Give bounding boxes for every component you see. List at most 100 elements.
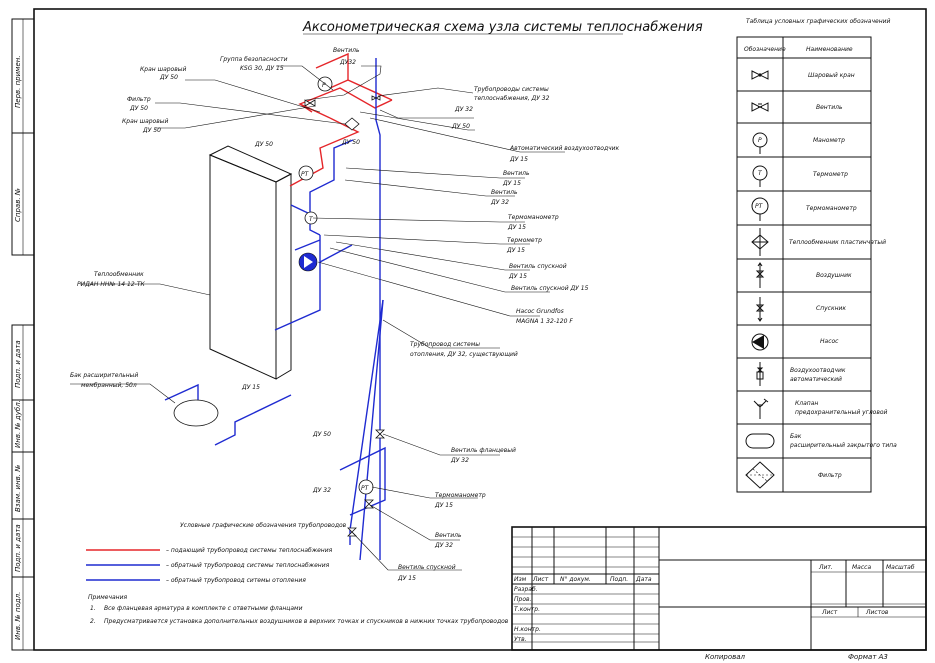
callout-heat-supply-pipes-dn: теплоснабжения, ДУ 32 <box>474 95 550 102</box>
side-label: Подп. и дата <box>14 524 22 572</box>
pipe-size-label: ДУ 50 <box>312 431 331 438</box>
stamp-col: Дата <box>635 576 652 583</box>
pipe-size-label: ДУ 50 <box>341 139 360 146</box>
thermometer-icon: T <box>752 165 768 187</box>
svg-text:PT: PT <box>301 171 310 178</box>
stamp-col: N° докум. <box>560 576 591 583</box>
ball-valve-icon <box>751 70 769 80</box>
air-vent-icon <box>755 262 765 288</box>
callout-pump: Насос Grundfos <box>516 308 564 315</box>
note-number: 2. <box>90 618 96 625</box>
notes: Примечания 1. Все фланцевая арматура в к… <box>88 594 509 625</box>
legend-row-name: Насос <box>820 338 839 345</box>
callout-safety-group-dn: KSG 30, ДУ 15 <box>240 65 284 72</box>
stamp-list: Лист <box>821 609 838 616</box>
callout-valve-32b: Вентиль <box>491 189 518 196</box>
callout-valve-32b-dn: ДУ 32 <box>490 199 509 206</box>
side-label: Подп. и дата <box>14 340 22 388</box>
stamp-listov: Листов <box>865 609 889 616</box>
callout-labels: Вентиль ДУ32 Группа безопасности KSG 30,… <box>70 47 620 582</box>
drawing-title: Аксонометрическая схема узла системы теп… <box>302 20 703 35</box>
stamp-row: Утв. <box>514 636 527 643</box>
stamp-col: Подп. <box>610 576 628 583</box>
pipe-legend-item: – подающий трубопровод системы теплоснаб… <box>166 547 333 554</box>
pump-icon <box>751 333 769 351</box>
thermometer-mark: T <box>758 170 763 177</box>
callout-pump-model: MAGNA 1 32-120 F <box>516 318 573 325</box>
valve-blue <box>375 429 385 439</box>
callout-safety-group-name: Группа безопасности <box>220 56 288 63</box>
callout-ball-valve-1: Кран шаровый <box>140 66 186 73</box>
legend-row-name: Термометр <box>813 171 848 178</box>
callout-heating-pipe: Трубопровод системы <box>410 341 480 348</box>
callout-thermomanometer-2-dn: ДУ 15 <box>434 502 453 509</box>
side-label: Взам. инв. № <box>14 464 22 512</box>
pipe-size-label: ДУ 15 <box>241 384 260 391</box>
thermomanometer-2: PT <box>358 479 374 495</box>
valve-icon <box>751 102 769 112</box>
callout-valve-32-dn: ДУ32 <box>339 59 356 66</box>
callout-thermometer-dn: ДУ 15 <box>506 247 525 254</box>
callout-drain-valve-3: Вентиль спускной <box>398 564 456 571</box>
legend-row-name: Теплообменник пластинчатый <box>789 239 886 246</box>
leader-lines <box>70 65 565 571</box>
callout-drain-valve-1-dn: ДУ 15 <box>508 273 527 280</box>
stamp-row: Н.контр. <box>514 626 541 633</box>
callout-valve-32c: Вентиль <box>435 532 462 539</box>
title-block: Изм Лист N° докум. Подп. Дата Разраб. Пр… <box>511 526 927 651</box>
gauge-mark: P <box>758 137 762 144</box>
stamp-lit: Лит. <box>818 564 833 571</box>
stamp-row: Пров. <box>514 596 532 603</box>
callout-valve-32c-dn: ДУ 32 <box>434 542 453 549</box>
pipe-legend-caption: Условные графические обозначения трубопр… <box>180 522 347 529</box>
pipe-size-label: ДУ 32 <box>454 106 473 113</box>
pipe-size-label: ДУ 32 <box>312 487 331 494</box>
expansion-tank-icon <box>745 433 775 449</box>
svg-text:P: P <box>322 82 326 89</box>
heat-exchanger-box <box>208 145 293 380</box>
note-text: Все фланцевая арматура в комплекте с отв… <box>104 605 303 612</box>
legend-caption: Таблица условных графических обозначений <box>746 18 891 25</box>
callout-expansion-tank-vol: мембранный, 50л <box>81 382 137 389</box>
side-label: Инв. № подл. <box>14 592 22 640</box>
symbol-legend-table: Таблица условных графических обозначений… <box>736 18 897 493</box>
notes-title: Примечания <box>88 594 127 601</box>
stamp-col: Лист <box>532 576 549 583</box>
callout-heat-supply-pipes: Трубопроводы системы <box>474 86 549 93</box>
filter <box>344 117 360 131</box>
callout-heat-exchanger-model: РИДАН НН№ 14 12-ТК <box>77 281 145 288</box>
thermomanometer: PT <box>298 165 314 181</box>
thermomanometer-mark: PT <box>755 203 764 210</box>
equipment: P PT T PT <box>173 76 385 537</box>
legend-row-name: Спускник <box>816 305 846 312</box>
expansion-tank <box>173 399 219 427</box>
side-label: Инв. № дубл. <box>14 400 22 448</box>
svg-text:PT: PT <box>361 485 370 492</box>
drain-icon <box>755 297 765 322</box>
legend-row-name: Воздушник <box>816 272 852 279</box>
stamp-masshtab: Масштаб <box>886 564 915 571</box>
thermomanometer-icon: PT <box>751 197 769 221</box>
return-pipes-blue <box>164 58 386 561</box>
legend-row-name: Фильтр <box>818 472 842 479</box>
legend-row-name: Термоманометр <box>806 205 857 212</box>
svg-text:T: T <box>309 216 314 223</box>
callout-flanged-valve: Вентиль фланцевый <box>451 447 516 454</box>
callout-ball-valve-2: Кран шаровый <box>122 118 168 125</box>
callout-valve-15: Вентиль <box>503 170 530 177</box>
pipe-legend-item: – обратный трубопровод системы теплоснаб… <box>166 562 330 569</box>
footer-format: Формат А3 <box>848 653 888 661</box>
callout-thermometer: Термометр <box>507 237 542 244</box>
callout-valve-15-dn: ДУ 15 <box>502 180 521 187</box>
side-label: Справ. № <box>14 188 22 222</box>
callout-drain-valve-1: Вентиль спускной <box>509 263 567 270</box>
callout-auto-air-vent: Автоматический воздухоотводчик <box>509 145 620 152</box>
left-side-strip: Перв. примен. Справ. № Подп. и дата Инв.… <box>11 18 35 651</box>
callout-heat-exchanger: Теплообменник <box>94 271 144 278</box>
callout-filter-dn: ДУ 50 <box>129 105 148 112</box>
legend-col-name: Наименование <box>806 46 853 53</box>
